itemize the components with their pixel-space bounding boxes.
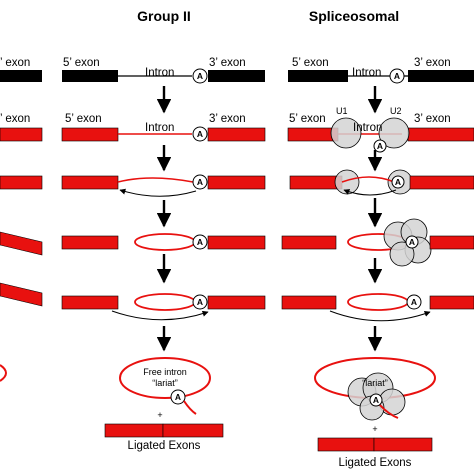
g2-row2-branch-a: A: [197, 129, 203, 139]
left-exon-label-2: ’ exon: [0, 113, 30, 125]
sp-row4-branch-a: A: [409, 237, 415, 247]
g2-row3-5exon: [61, 175, 119, 190]
sp-row2-u1-snrnp: [330, 117, 362, 149]
g2-row3-branch-circle: [192, 174, 208, 190]
spliceosomal-column: 5’ exon 3’ exon Intron A 5’ exon 3’ exon…: [281, 57, 474, 469]
g2-lariat-label: “lariat”: [152, 378, 178, 388]
g2-plus: +: [157, 410, 162, 420]
left-exon-red-2: [0, 175, 43, 190]
sp-final-branch-a: A: [373, 395, 379, 405]
g2-row4-branch-a: A: [197, 237, 203, 247]
sp-ligated-3exon: [373, 437, 433, 452]
sp-row3-snrnp-1: [334, 169, 360, 195]
left-column-fragment: ’ exon ’ exon: [0, 57, 43, 382]
g2-free-intron-label: Free intron: [143, 367, 187, 377]
g2-row5-ligation-arrow: [111, 310, 209, 321]
g2-row1-branch-a: A: [197, 71, 203, 81]
sp-row2-u2-label: U2: [390, 106, 402, 116]
g2-free-lariat: [119, 357, 211, 399]
g2-free-branch-a: A: [175, 392, 181, 402]
g2-row1-branch-circle: [192, 68, 208, 84]
g2-row5-lariat: [134, 293, 196, 311]
sp-row1-branch-a: A: [394, 71, 400, 81]
g2-row3-intron: [117, 177, 194, 183]
sp-row2-intron-label: Intron: [353, 122, 382, 134]
sp-row1-3exon: [408, 70, 474, 82]
g2-ligated-exons-label: Ligated Exons: [128, 440, 201, 452]
g2-row2-intron-label: Intron: [145, 122, 174, 134]
g2-row1-5exon-label: 5’ exon: [63, 57, 100, 69]
sp-row3-3exon: [409, 175, 474, 190]
left-exon-red-1: [0, 127, 43, 142]
sp-row5-branch-circle: [406, 294, 422, 310]
sp-ligated-5exon: [317, 437, 375, 452]
sp-row3-branch-a: A: [395, 177, 401, 187]
g2-row4-branch-circle: [192, 234, 208, 250]
g2-row1-5exon: [62, 70, 118, 82]
g2-row1-3exon: [208, 70, 265, 82]
g2-row4-5exon: [61, 235, 119, 250]
g2-row1-intron-label: Intron: [145, 67, 174, 79]
sp-row2-branch-a: A: [377, 141, 383, 151]
sp-row5-ligation-arrow: [329, 310, 431, 322]
sp-ligated-exons-label: Ligated Exons: [339, 457, 412, 469]
sp-row1-5exon-label: 5’ exon: [292, 57, 329, 69]
sp-lariat-label: “lariat”: [362, 378, 388, 388]
left-exon-black: [0, 70, 42, 82]
sp-row1-5exon: [288, 70, 348, 82]
sp-row2-3exon-label: 3’ exon: [414, 113, 451, 125]
g2-row1-3exon-label: 3’ exon: [209, 57, 246, 69]
sp-row4-snrnp-4: [389, 241, 415, 267]
sp-row3-intron: [341, 176, 395, 183]
g2-row5-branch-a: A: [197, 297, 203, 307]
sp-row2-u2-snrnp: [378, 117, 410, 149]
g2-row5-3exon: [207, 295, 266, 310]
sp-row2-5exon-label: 5’ exon: [289, 113, 326, 125]
g2-row2-3exon-label: 3’ exon: [209, 113, 246, 125]
g2-ligated-3exon: [162, 423, 224, 438]
sp-row5-lariat: [347, 293, 409, 311]
sp-row4-branch-circle: [405, 235, 419, 249]
sp-row5-3exon: [429, 295, 474, 310]
g2-row3-attack-arrow: [119, 188, 197, 197]
sp-row2-branch-circle: [373, 139, 387, 153]
g2-row3-branch-a: A: [197, 177, 203, 187]
left-lariat-fragment: [0, 364, 7, 382]
g2-row5-branch-circle: [192, 294, 208, 310]
sp-row1-intron-label: Intron: [352, 67, 381, 79]
sp-row4-5exon: [281, 235, 337, 250]
sp-plus: +: [372, 424, 377, 434]
g2-row2-5exon-label: 5’ exon: [65, 113, 102, 125]
g2-row5-5exon: [61, 295, 119, 310]
g2-row2-5exon: [61, 127, 119, 142]
sp-row2-5exon: [287, 127, 339, 142]
g2-row2-3exon: [207, 127, 266, 142]
sp-row2-u1-label: U1: [336, 106, 348, 116]
left-exon-red-tilted-2: [0, 282, 43, 307]
sp-row3-branch-circle: [391, 175, 405, 189]
g2-row3-3exon: [207, 175, 266, 190]
sp-row3-attack-arrow: [343, 189, 397, 196]
sp-row2-3exon: [407, 127, 474, 142]
group-ii-title: Group II: [137, 8, 191, 24]
sp-lariat-tail: [379, 404, 399, 419]
group-ii-column: 5’ exon 3’ exon Intron A 5’ exon 3’ exon…: [61, 57, 266, 452]
spliceosomal-title: Spliceosomal: [309, 8, 399, 24]
sp-row1-3exon-label: 3’ exon: [414, 57, 451, 69]
sp-row5-branch-a: A: [411, 297, 417, 307]
left-exon-label: ’ exon: [0, 57, 30, 69]
sp-final-branch-circle: [369, 393, 383, 407]
sp-row3-5exon: [289, 175, 343, 190]
g2-row2-branch-circle: [192, 126, 208, 142]
g2-row4-lariat: [134, 233, 196, 251]
g2-ligated-5exon: [104, 423, 164, 438]
g2-row4-3exon: [207, 235, 266, 250]
sp-row4-3exon: [429, 235, 474, 250]
g2-lariat-tail: [183, 400, 197, 415]
left-exon-red-tilted-1: [0, 231, 43, 256]
g2-free-branch-circle: [170, 389, 186, 405]
sp-row5-5exon: [281, 295, 337, 310]
